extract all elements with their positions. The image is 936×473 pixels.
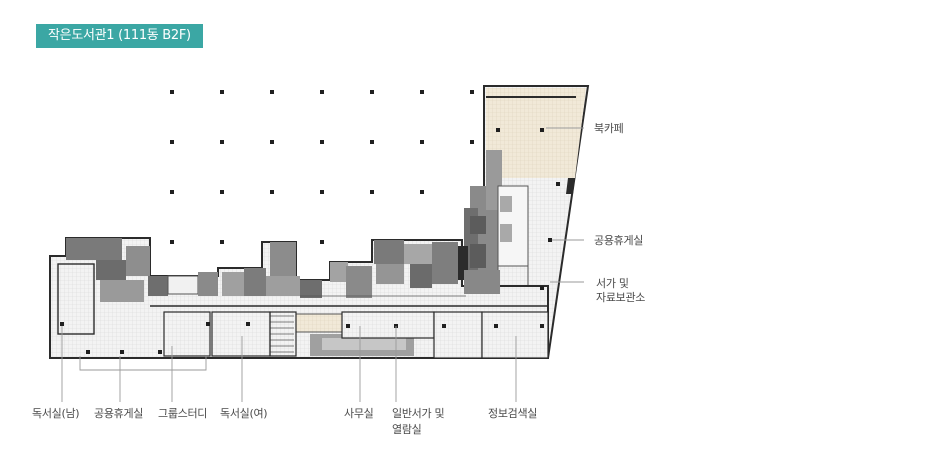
parking-column-mark — [370, 90, 374, 94]
label-stacks-line1: 서가 및 — [596, 277, 629, 290]
office-room — [341, 311, 435, 339]
parking-column-mark — [270, 190, 274, 194]
parking-column-mark — [220, 190, 224, 194]
parking-column-mark — [170, 140, 174, 144]
page-title: 작은도서관1 (111동 B2F) — [36, 24, 203, 48]
label-group-study: 그룹스터디 — [158, 407, 207, 420]
parking-column-mark — [370, 140, 374, 144]
leader-lines — [61, 127, 584, 402]
reading-room-female — [211, 311, 271, 357]
column-grid — [170, 90, 474, 244]
parking-column-mark — [220, 140, 224, 144]
parking-column-mark — [170, 190, 174, 194]
label-book-cafe: 북카페 — [594, 122, 624, 135]
parking-column-mark — [220, 90, 224, 94]
label-reading-male: 독서실(남) — [32, 407, 79, 420]
label-stacks-line2: 자료보관소 — [596, 291, 645, 304]
general-stacks-room — [433, 311, 483, 359]
label-reading-female: 독서실(여) — [220, 407, 267, 420]
label-general-line2: 열람실 — [392, 423, 422, 436]
parking-column-mark — [170, 90, 174, 94]
book-cafe-area — [486, 88, 586, 178]
parking-column-mark — [420, 190, 424, 194]
parking-column-mark — [270, 90, 274, 94]
label-lounge-bottom: 공용휴게실 — [94, 407, 143, 420]
parking-column-mark — [170, 240, 174, 244]
parking-column-mark — [470, 90, 474, 94]
group-study-room — [163, 311, 211, 357]
parking-column-mark — [470, 140, 474, 144]
parking-column-mark — [420, 140, 424, 144]
main-wing — [49, 128, 560, 359]
label-general-line1: 일반서가 및 — [392, 406, 444, 420]
parking-column-mark — [220, 240, 224, 244]
label-lounge-right: 공용휴게실 — [594, 234, 643, 247]
parking-column-mark — [320, 190, 324, 194]
parking-column-mark — [370, 190, 374, 194]
parking-column-mark — [270, 140, 274, 144]
parking-column-mark — [320, 240, 324, 244]
info-search-room — [481, 311, 549, 359]
parking-column-mark — [420, 90, 424, 94]
label-info-search: 정보검색실 — [488, 407, 537, 420]
parking-column-mark — [320, 90, 324, 94]
label-office: 사무실 — [344, 407, 374, 420]
parking-column-mark — [320, 140, 324, 144]
